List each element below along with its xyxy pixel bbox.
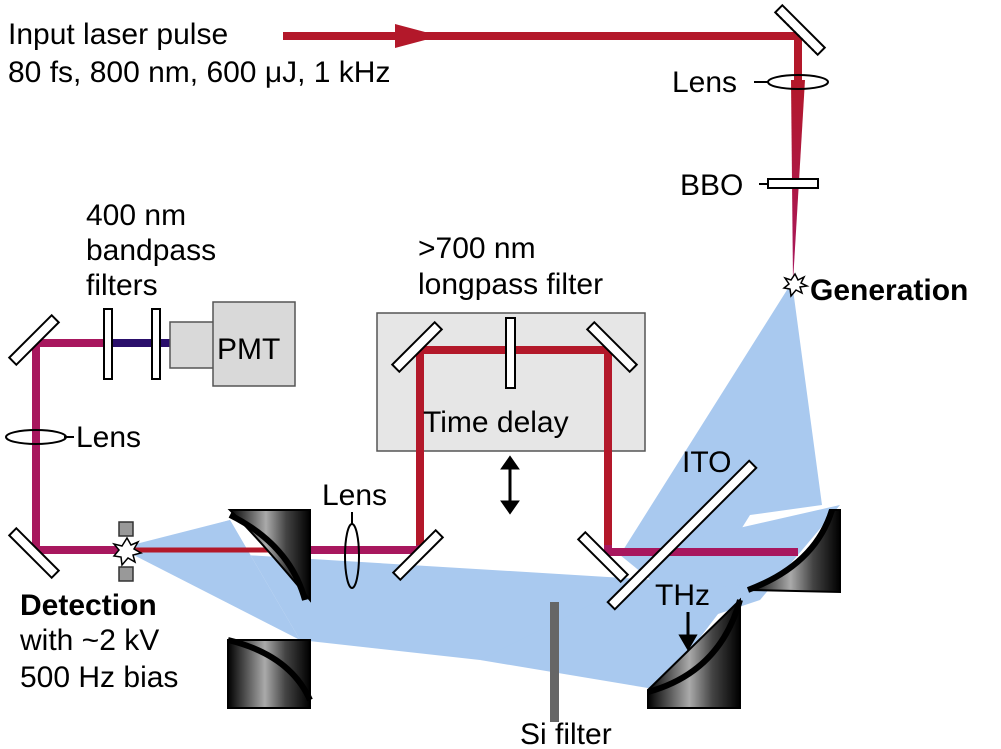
- bias-line1: with ~2 kV: [19, 624, 159, 657]
- input-laser-specs: 80 fs, 800 nm, 600 μJ, 1 kHz: [8, 56, 390, 89]
- generation-star-icon: [782, 272, 810, 298]
- pmt-detector: [169, 301, 296, 387]
- arrow-icon: [395, 24, 440, 48]
- generation-label: Generation: [810, 274, 968, 307]
- bandpass-filters: [103, 308, 161, 380]
- bandpass-filters-line3: filters: [86, 269, 158, 302]
- thz-direction-arrow-icon: [678, 612, 698, 651]
- si-filter-label: Si filter: [520, 718, 612, 749]
- label-pointers: [64, 81, 768, 524]
- longpass-filter: [505, 317, 516, 389]
- ito-label: ITO: [682, 446, 731, 479]
- si-filter: [550, 602, 559, 722]
- lens-top-label: Lens: [672, 66, 737, 99]
- parabolic-mirrors: [227, 509, 841, 709]
- time-delay-label: Time delay: [423, 406, 569, 439]
- bias-line2: 500 Hz bias: [20, 661, 178, 694]
- bbo-crystal: [767, 178, 819, 189]
- flat-mirrors: [7, 3, 827, 584]
- bandpass-filters-line1: 400 nm: [86, 199, 186, 232]
- translation-arrow-icon: [500, 455, 520, 515]
- lens-left-label: Lens: [76, 421, 141, 454]
- longpass-filter-line1: >700 nm: [418, 232, 536, 265]
- input-laser-label: Input laser pulse: [8, 18, 228, 51]
- lens-mid-label: Lens: [322, 479, 387, 512]
- detection-label: Detection: [20, 589, 157, 622]
- longpass-filter-line2: longpass filter: [418, 268, 603, 301]
- bbo-label: BBO: [680, 169, 743, 202]
- detection-star-icon: [111, 536, 143, 567]
- detection-electrodes: [118, 521, 134, 582]
- pmt-label: PMT: [217, 333, 280, 366]
- bandpass-filters-line2: bandpass: [86, 234, 216, 267]
- ito-plate: [606, 459, 758, 611]
- thz-label: THz: [655, 579, 710, 612]
